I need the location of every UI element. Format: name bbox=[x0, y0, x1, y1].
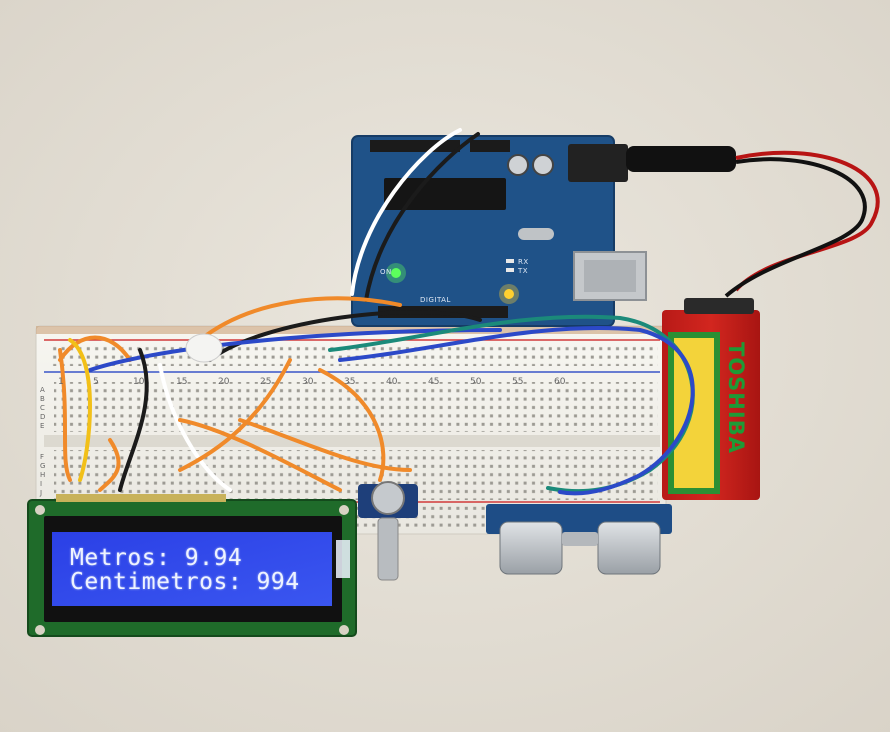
cable-clip bbox=[185, 333, 223, 363]
arduino-rx-label: RX bbox=[518, 258, 529, 266]
jumper-wires bbox=[58, 128, 695, 496]
arduino-digital-label: DIGITAL bbox=[420, 296, 451, 304]
bb-col-number: 35 bbox=[344, 377, 356, 387]
bb-col-number: 25 bbox=[260, 377, 272, 387]
ultrasonic-sensor bbox=[486, 504, 672, 575]
bb-col-number: 20 bbox=[218, 377, 230, 387]
bb-col-number: 15 bbox=[176, 377, 188, 387]
potentiometer bbox=[358, 481, 418, 581]
bb-row-letter: F bbox=[40, 453, 45, 461]
arduino-on-label: ON bbox=[380, 268, 392, 276]
bb-col-number: 50 bbox=[470, 377, 482, 387]
bb-row-letter: J bbox=[40, 489, 43, 497]
bb-col-number: 10 bbox=[133, 377, 145, 387]
bb-col-number: 45 bbox=[428, 377, 440, 387]
bb-row-letter: G bbox=[40, 462, 46, 470]
battery-9v bbox=[662, 298, 760, 500]
battery-brand-label: TOSHIBA bbox=[724, 342, 748, 454]
bb-row-letter: C bbox=[40, 404, 45, 412]
lcd-line-1: Metros: 9.94 bbox=[70, 545, 243, 571]
bb-row-letter: E bbox=[40, 422, 45, 430]
arduino-uno-board bbox=[351, 135, 647, 327]
bb-row-letter: A bbox=[40, 386, 45, 394]
breadboard bbox=[35, 325, 667, 535]
lcd-module bbox=[27, 494, 357, 637]
bb-col-number: 30 bbox=[302, 377, 314, 387]
arduino-tx-label: TX bbox=[518, 267, 529, 275]
bb-col-number: 40 bbox=[386, 377, 398, 387]
bb-row-letter: D bbox=[40, 413, 46, 421]
bb-row-letter: I bbox=[40, 480, 43, 488]
lcd-line-2: Centimetros: 994 bbox=[70, 569, 300, 595]
bb-col-number: 60 bbox=[554, 377, 566, 387]
bb-row-letter: B bbox=[40, 395, 45, 403]
bb-row-letter: H bbox=[40, 471, 46, 479]
bb-col-number: 1 bbox=[58, 377, 64, 387]
power-cable bbox=[626, 146, 880, 298]
bb-col-number: 55 bbox=[512, 377, 524, 387]
bb-col-number: 5 bbox=[93, 377, 99, 387]
